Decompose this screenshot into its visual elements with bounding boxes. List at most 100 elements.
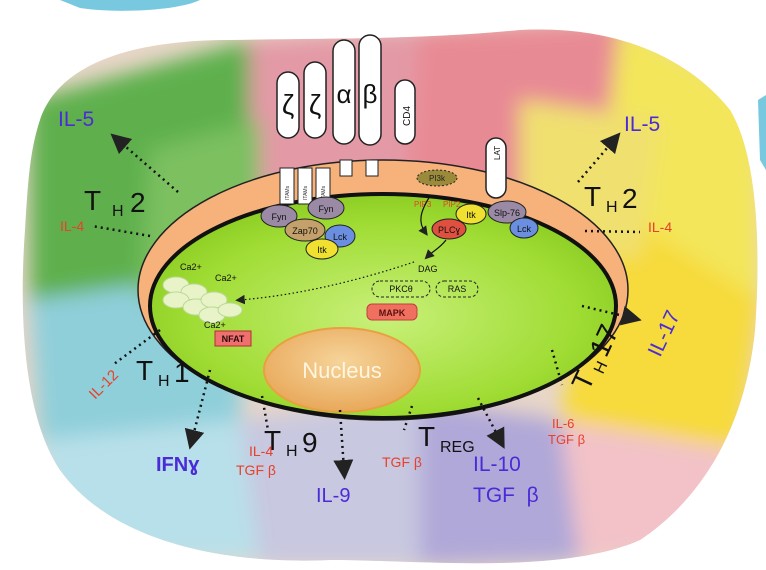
pip2-label: PIP2 xyxy=(443,200,461,209)
svg-text:Itk: Itk xyxy=(466,210,476,220)
arrow-il17 xyxy=(581,304,642,326)
tgfb-th9-label: TGF β xyxy=(236,462,276,478)
nucleus xyxy=(263,327,421,413)
il4-th9-label: IL-4 xyxy=(249,443,273,459)
calcium-label-3: Ca2+ xyxy=(204,320,226,330)
th2-right-label: T H 2 xyxy=(584,181,638,216)
pip3-label: PIP3 xyxy=(414,200,432,209)
fyn-protein-1: Fyn xyxy=(260,204,298,228)
svg-text:Fyn: Fyn xyxy=(271,212,286,222)
lat-adapter: LAT xyxy=(485,137,507,199)
zeta-chain-1: ζ xyxy=(276,71,300,139)
svg-text:MAPK: MAPK xyxy=(379,308,406,318)
svg-text:β: β xyxy=(363,79,378,109)
nucleus-label: Nucleus xyxy=(302,358,381,383)
tcr-beta: β xyxy=(358,34,382,146)
nfat-box: NFAT xyxy=(214,330,252,347)
il4-left-label: IL-4 xyxy=(60,218,84,234)
svg-text:9: 9 xyxy=(302,427,318,458)
mapk-protein: MAPK xyxy=(366,303,418,321)
arrow-il9 xyxy=(333,409,354,480)
arrow-il5-left xyxy=(110,133,179,193)
svg-text:ITAMs: ITAMs xyxy=(321,185,327,200)
svg-text:Lck: Lck xyxy=(333,232,348,242)
ras-protein: RAS xyxy=(435,280,479,298)
svg-text:ITAMs: ITAMs xyxy=(303,185,309,200)
svg-text:H: H xyxy=(286,443,298,460)
corner-scrap xyxy=(60,0,200,11)
svg-text:ITAMs: ITAMs xyxy=(285,185,291,200)
plcg-arrow xyxy=(424,239,447,260)
svg-text:CD4: CD4 xyxy=(402,106,413,126)
svg-text:NFAT: NFAT xyxy=(222,334,245,344)
il5-right-label: IL-5 xyxy=(624,113,660,136)
itk-protein-left: Itk xyxy=(305,238,339,260)
svg-text:1: 1 xyxy=(174,357,190,388)
calcium-label-2: Ca2+ xyxy=(215,273,237,283)
line-il4-left xyxy=(91,224,151,238)
lck-protein-right: Lck xyxy=(509,217,539,239)
arrow-ifng xyxy=(184,369,212,450)
arrow-il10 xyxy=(476,397,505,449)
svg-text:H: H xyxy=(606,199,618,216)
tgfb-treg-label: TGF β xyxy=(382,454,422,470)
calcium-label-1: Ca2+ xyxy=(180,262,202,272)
cd4-coreceptor: CD4 xyxy=(394,79,416,145)
il10-label: IL-10 xyxy=(473,453,521,476)
svg-text:Slp-76: Slp-76 xyxy=(494,208,520,218)
svg-text:PKCθ: PKCθ xyxy=(389,284,413,294)
itk-protein-right: Itk xyxy=(455,203,487,225)
svg-text:α: α xyxy=(336,79,351,109)
svg-text:Fyn: Fyn xyxy=(318,204,333,214)
il6-label: IL-6 xyxy=(552,416,574,431)
line-treg xyxy=(402,405,414,431)
itam-stubs: ITAMs ITAMs ITAMs xyxy=(279,159,379,205)
tgfb-th17-label: TGF β xyxy=(548,432,585,447)
svg-text:T: T xyxy=(136,355,153,386)
svg-text:T: T xyxy=(264,425,281,456)
svg-text:H: H xyxy=(112,203,124,220)
il4-right-label: IL-4 xyxy=(648,219,672,235)
tgfb-treg-out-label: TGF β xyxy=(473,484,539,507)
pip-arrow xyxy=(418,195,431,236)
svg-text:ζ: ζ xyxy=(309,89,321,120)
zap70-protein: Zap70 xyxy=(284,218,326,242)
svg-text:T: T xyxy=(584,181,601,212)
pi3k-protein: PI3k xyxy=(416,169,458,187)
pkc-theta: PKCθ xyxy=(371,280,431,298)
calcium-store xyxy=(162,276,243,324)
svg-text:PLCɣ: PLCɣ xyxy=(438,225,461,235)
plcg-protein: PLCɣ xyxy=(431,218,467,240)
svg-text:RAS: RAS xyxy=(448,284,467,294)
svg-text:Zap70: Zap70 xyxy=(292,226,318,236)
svg-text:REG: REG xyxy=(440,439,475,456)
th9-label: T H 9 xyxy=(264,425,318,460)
tcr-alpha: α xyxy=(332,39,356,145)
edge-scrap xyxy=(758,95,766,170)
svg-text:Lck: Lck xyxy=(517,224,532,234)
line-th17 xyxy=(550,349,564,386)
fyn-protein-2: Fyn xyxy=(307,196,345,220)
th1-label: T H 1 xyxy=(136,355,190,390)
svg-text:ζ: ζ xyxy=(282,89,294,120)
svg-text:2: 2 xyxy=(622,183,638,214)
svg-text:PI3k: PI3k xyxy=(429,174,446,183)
dag-label: DAG xyxy=(418,264,438,274)
th2-left-label: T H 2 xyxy=(84,185,146,220)
zeta-chain-2: ζ xyxy=(303,61,327,139)
treg-label: T REG xyxy=(418,421,475,456)
svg-text:T: T xyxy=(84,185,101,216)
slp76-protein: Slp-76 xyxy=(487,200,527,224)
svg-text:T: T xyxy=(418,421,435,452)
cytokine-arrows xyxy=(91,132,642,480)
il9-label: IL-9 xyxy=(316,485,350,507)
svg-text:Itk: Itk xyxy=(317,245,327,255)
il5-left-label: IL-5 xyxy=(58,108,94,131)
calcium-arrow xyxy=(235,261,415,305)
ifng-label: IFNɣ xyxy=(156,454,200,476)
svg-text:LAT: LAT xyxy=(493,146,502,160)
svg-text:2: 2 xyxy=(130,187,146,218)
svg-text:H: H xyxy=(158,373,170,390)
